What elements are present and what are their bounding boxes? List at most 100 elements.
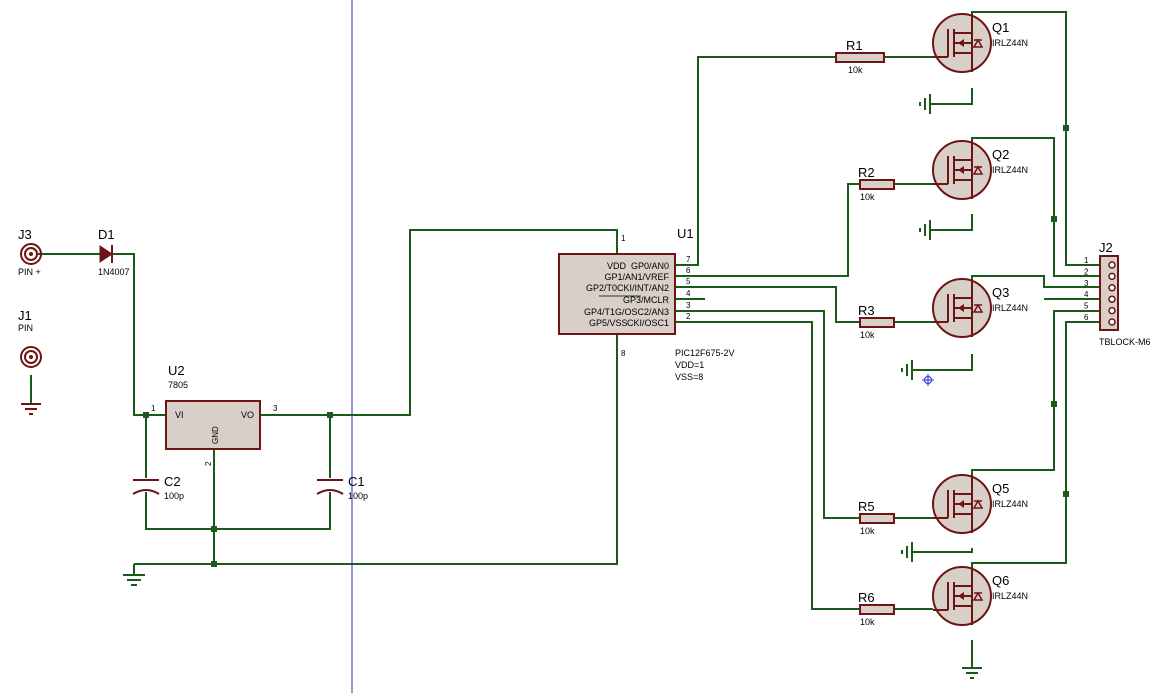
q3-value: IRLZ44N bbox=[992, 303, 1028, 313]
j2-pin-4: 4 bbox=[1084, 290, 1116, 303]
ground-q6 bbox=[962, 667, 982, 679]
u1-pin-2: 2 bbox=[686, 312, 691, 321]
j2-pin-1: 1 bbox=[1084, 256, 1116, 269]
u2-pin-vi-label: VI bbox=[175, 410, 184, 420]
c1-ref: C1 bbox=[348, 474, 365, 489]
q3-ref: Q3 bbox=[992, 285, 1009, 300]
mcu-u1[interactable]: U1 1 8 VDD GP5/VSS GP0/AN0 GP1/AN1/VREF … bbox=[558, 226, 735, 382]
j2-pin-3: 3 bbox=[1084, 279, 1116, 292]
r3-ref: R3 bbox=[858, 303, 875, 318]
wires bbox=[38, 11, 1100, 668]
ground-q1 bbox=[919, 94, 931, 114]
j2-pin-label-6: 6 bbox=[1084, 313, 1089, 322]
j2-pin-label-1: 1 bbox=[1084, 256, 1089, 265]
regulator-u2[interactable]: U2 7805 VI VO GND 1 3 2 bbox=[151, 363, 278, 466]
u1-pin-4: 4 bbox=[686, 289, 691, 298]
r3-value: 10k bbox=[860, 330, 875, 340]
j2-pin-label-4: 4 bbox=[1084, 290, 1089, 299]
u1-right-label-0: GP0/AN0 bbox=[631, 261, 669, 271]
c1-value: 100p bbox=[348, 491, 368, 501]
u1-vss: VSS=8 bbox=[675, 372, 703, 382]
resistor-r5[interactable]: R5 10k bbox=[858, 499, 895, 536]
q2-value: IRLZ44N bbox=[992, 165, 1028, 175]
u1-pin-top: 1 bbox=[621, 234, 626, 243]
capacitor-c1[interactable]: C1 100p bbox=[316, 474, 368, 501]
r2-ref: R2 bbox=[858, 165, 875, 180]
r6-value: 10k bbox=[860, 617, 875, 627]
u1-pin-bottom: 8 bbox=[621, 349, 626, 358]
ground-main bbox=[123, 564, 145, 586]
u1-pin-5: 5 bbox=[686, 277, 691, 286]
connector-j3[interactable]: J3 PIN + bbox=[18, 227, 42, 277]
ground-j1 bbox=[21, 375, 41, 415]
capacitor-c2[interactable]: C2 100p bbox=[132, 474, 184, 501]
q6-value: IRLZ44N bbox=[992, 591, 1028, 601]
ground-q5 bbox=[901, 542, 913, 562]
resistor-r2[interactable]: R2 10k bbox=[858, 165, 895, 202]
u2-pin-vo-label: VO bbox=[241, 410, 254, 420]
ground-q2 bbox=[919, 220, 931, 240]
r5-ref: R5 bbox=[858, 499, 875, 514]
r6-ref: R6 bbox=[858, 590, 875, 605]
j2-value: TBLOCK-M6 bbox=[1099, 337, 1151, 347]
d1-value: 1N4007 bbox=[98, 267, 130, 277]
ground-symbols bbox=[21, 94, 982, 679]
u1-right-pins: 7 6 5 4 3 2 bbox=[686, 255, 691, 321]
junctions bbox=[143, 125, 1069, 567]
j2-pin-6: 6 bbox=[1084, 313, 1116, 326]
diode-d1[interactable]: D1 1N4007 bbox=[98, 227, 130, 277]
u1-right-label-2: GP2/T0CKI/INT/AN2 bbox=[586, 283, 669, 293]
q5-ref: Q5 bbox=[992, 481, 1009, 496]
terminal-block-j2[interactable]: J2 TBLOCK-M6 1 2 3 4 5 6 bbox=[1084, 240, 1151, 347]
resistor-r1[interactable]: R1 10k bbox=[835, 38, 885, 75]
j2-pin-label-2: 2 bbox=[1084, 267, 1089, 276]
r2-value: 10k bbox=[860, 192, 875, 202]
u1-pin-7: 7 bbox=[686, 255, 691, 264]
j2-pin-2: 2 bbox=[1084, 267, 1116, 281]
u1-left-label-0: VDD bbox=[607, 261, 627, 271]
q2-ref: Q2 bbox=[992, 147, 1009, 162]
j1-ref: J1 bbox=[18, 308, 32, 323]
q5-value: IRLZ44N bbox=[992, 499, 1028, 509]
j2-pins: 1 2 3 4 5 6 bbox=[1084, 256, 1116, 326]
r5-value: 10k bbox=[860, 526, 875, 536]
r1-ref: R1 bbox=[846, 38, 863, 53]
u2-value: 7805 bbox=[168, 380, 188, 390]
resistor-r3[interactable]: R3 10k bbox=[858, 303, 895, 340]
j2-pin-label-3: 3 bbox=[1084, 279, 1089, 288]
u1-pin-3: 3 bbox=[686, 301, 691, 310]
u1-right-labels: GP0/AN0 GP1/AN1/VREF GP2/T0CKI/INT/AN2 G… bbox=[584, 261, 670, 328]
j2-ref: J2 bbox=[1099, 240, 1113, 255]
u1-right-label-1: GP1/AN1/VREF bbox=[604, 272, 669, 282]
mosfets: Q1IRLZ44NQ2IRLZ44NQ3IRLZ44NQ5IRLZ44NQ6IR… bbox=[932, 13, 1028, 626]
u2-ref: U2 bbox=[168, 363, 185, 378]
u1-left-label-5: GP5/VSS bbox=[589, 318, 628, 328]
j3-value: PIN + bbox=[18, 267, 41, 277]
u1-vdd: VDD=1 bbox=[675, 360, 704, 370]
j2-pin-label-5: 5 bbox=[1084, 302, 1089, 311]
d1-ref: D1 bbox=[98, 227, 115, 242]
u2-pin-gnd-label: GND bbox=[211, 426, 220, 444]
q1-ref: Q1 bbox=[992, 20, 1009, 35]
q6-ref: Q6 bbox=[992, 573, 1009, 588]
ground-q3 bbox=[901, 360, 913, 380]
u1-ref: U1 bbox=[677, 226, 694, 241]
u1-part: PIC12F675-2V bbox=[675, 348, 735, 358]
u2-pin1: 1 bbox=[151, 404, 156, 413]
u1-pin-6: 6 bbox=[686, 266, 691, 275]
c2-ref: C2 bbox=[164, 474, 181, 489]
resistor-r6[interactable]: R6 10k bbox=[858, 590, 895, 627]
j2-pin-5: 5 bbox=[1084, 302, 1116, 315]
connector-j1[interactable]: J1 PIN bbox=[18, 308, 42, 368]
crosshair-cursor bbox=[922, 374, 934, 386]
r1-value: 10k bbox=[848, 65, 863, 75]
u2-pin3: 3 bbox=[273, 404, 278, 413]
u1-right-label-5: CKI/OSC1 bbox=[627, 318, 669, 328]
